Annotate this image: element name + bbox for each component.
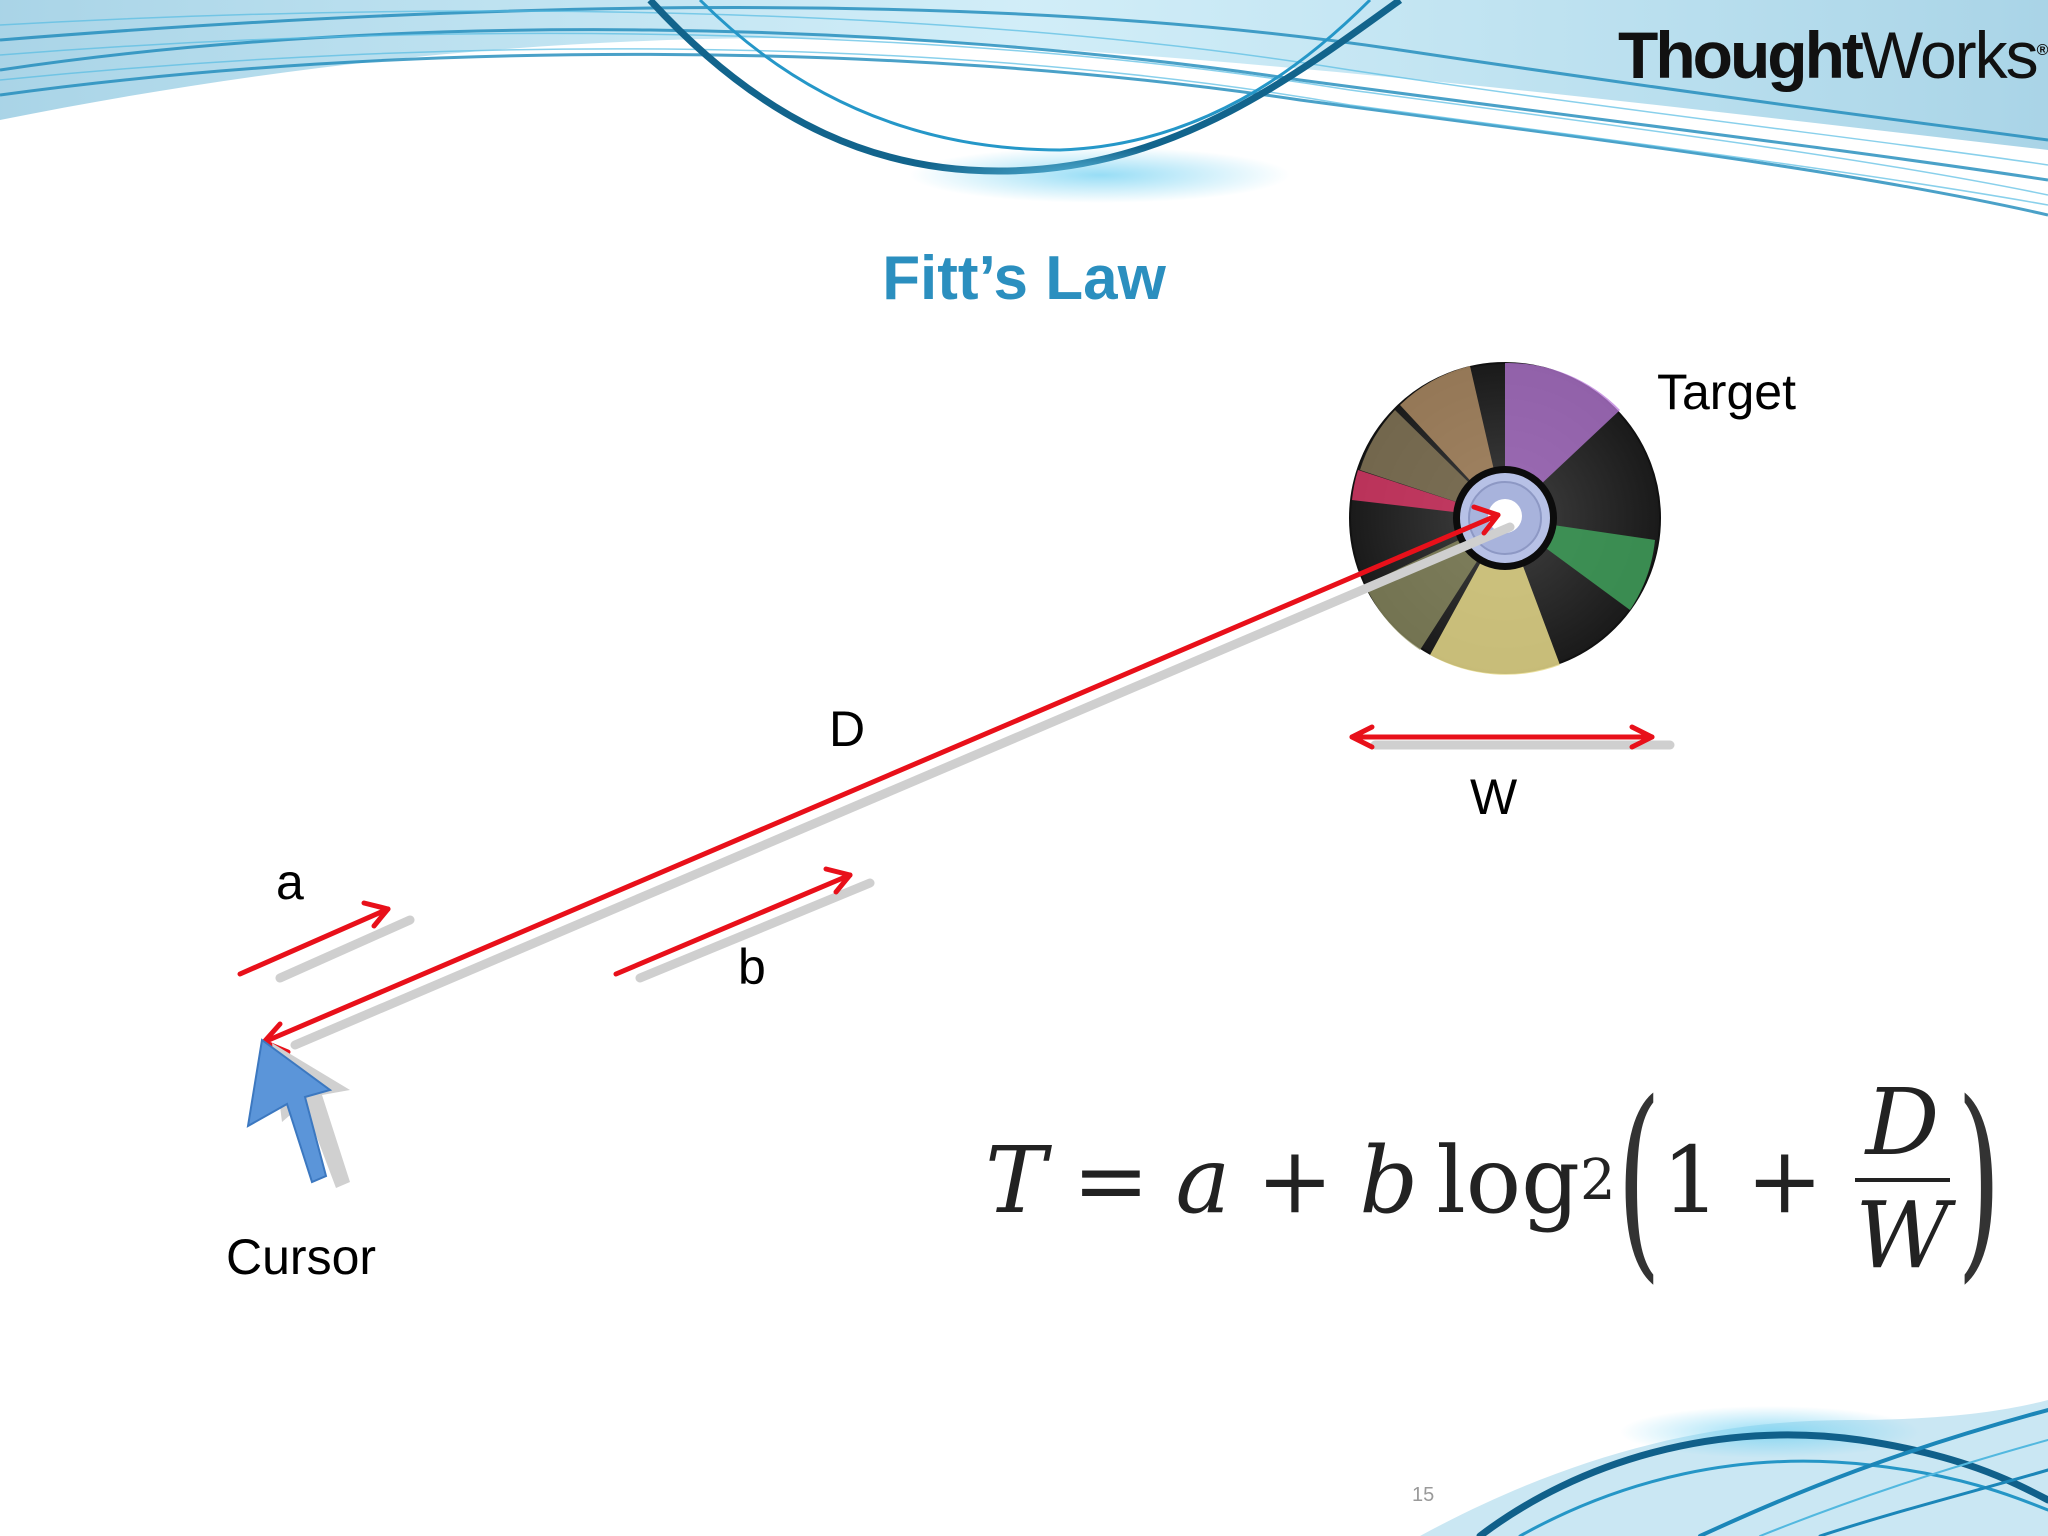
label-distance: D xyxy=(829,704,865,754)
formula-numerator: D xyxy=(1866,1075,1940,1172)
formula-paren-close: ) xyxy=(1956,1075,2001,1285)
arrow-pointer-icon xyxy=(248,1040,350,1188)
formula-plus-1: + xyxy=(1256,1127,1333,1234)
formula-paren-open: ( xyxy=(1616,1075,1661,1285)
label-b: b xyxy=(738,942,766,992)
formula-b: b xyxy=(1359,1127,1418,1234)
label-cursor: Cursor xyxy=(226,1232,376,1282)
formula-denominator: W xyxy=(1855,1188,1950,1285)
page-number: 15 xyxy=(1412,1484,1434,1507)
formula-log: log xyxy=(1436,1127,1580,1234)
distance-arrow xyxy=(264,507,1498,1052)
fitts-formula: T = a + b log 2 ( 1 + D W ) xyxy=(985,1070,2002,1290)
formula-fraction: D W xyxy=(1855,1075,1950,1284)
compact-disc-icon xyxy=(1350,363,1660,675)
label-target: Target xyxy=(1657,367,1796,417)
b-arrow xyxy=(616,869,850,974)
formula-log-base: 2 xyxy=(1580,1148,1616,1213)
formula-one: 1 xyxy=(1662,1127,1721,1234)
label-a: a xyxy=(276,857,304,907)
formula-plus-2: + xyxy=(1746,1127,1823,1234)
label-width: W xyxy=(1470,772,1517,822)
formula-T: T xyxy=(985,1127,1046,1234)
formula-equals: = xyxy=(1072,1127,1149,1234)
formula-a: a xyxy=(1175,1127,1230,1234)
